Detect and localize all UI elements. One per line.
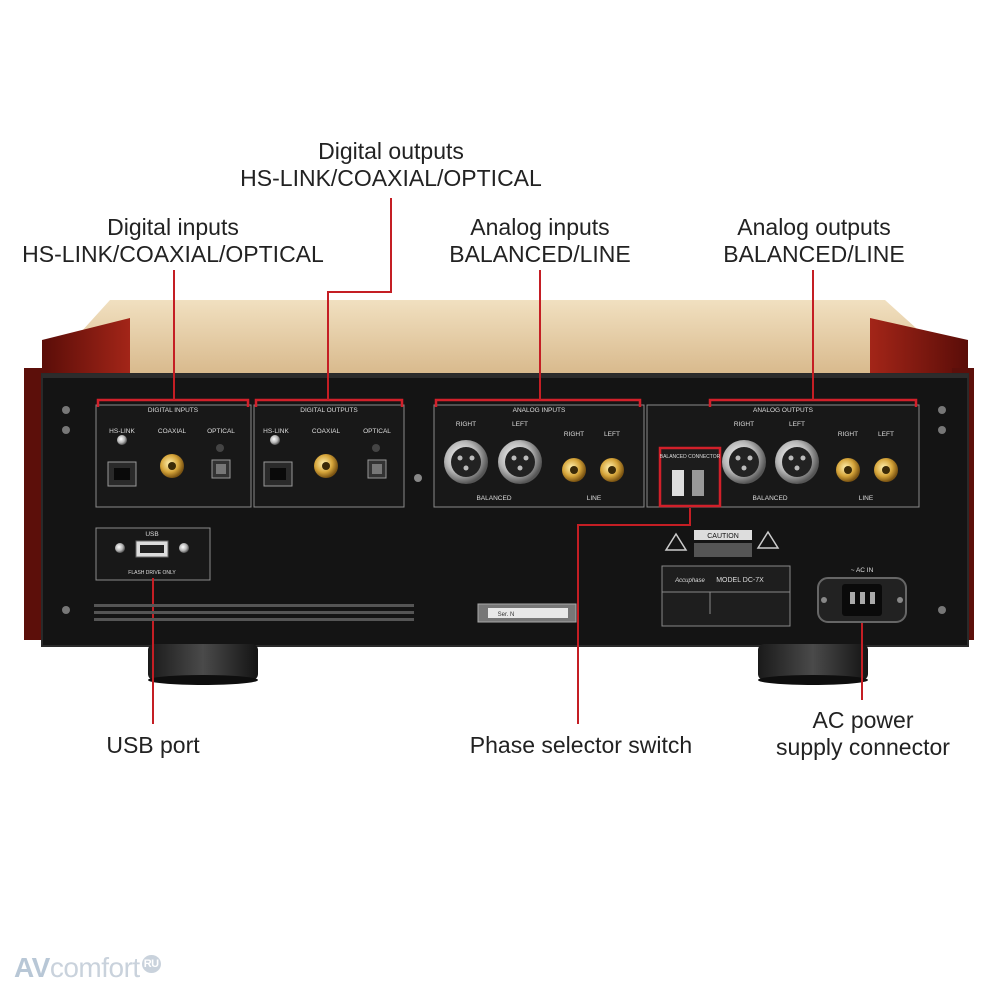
panel-small-label: LINE	[859, 495, 874, 502]
panel-small-label: ~ AC IN	[851, 567, 874, 574]
panel-small-label: RIGHT	[564, 431, 584, 438]
caution-triangle-right	[756, 530, 780, 549]
panel-small-label: BALANCED	[476, 495, 511, 502]
panel-small-label: LEFT	[604, 431, 620, 438]
callout-digital-inputs-title: Digital inputs	[107, 214, 239, 240]
model-label	[661, 565, 791, 627]
callout-digital-outputs: Digital outputs HS-LINK/COAXIAL/OPTICAL	[210, 138, 572, 192]
panel-small-label: LEFT	[878, 431, 894, 438]
wood-side-right	[870, 318, 968, 376]
panel-small-label: FLASH DRIVE ONLY	[128, 570, 176, 576]
callout-phase-selector-title: Phase selector switch	[469, 732, 693, 758]
callout-phase-selector: Phase selector switch	[450, 732, 712, 759]
panel-small-label: RIGHT	[456, 421, 476, 428]
watermark-av: AV	[14, 952, 50, 983]
panel-small-label: CAUTION	[707, 533, 739, 540]
callout-analog-outputs-sub: BALANCED/LINE	[723, 241, 905, 267]
watermark-ru: RU	[141, 954, 161, 973]
panel-small-label: BALANCED	[752, 495, 787, 502]
callout-digital-outputs-title: Digital outputs	[318, 138, 464, 164]
callout-analog-inputs-sub: BALANCED/LINE	[449, 241, 631, 267]
panel-label-digital-inputs: DIGITAL INPUTS	[148, 407, 199, 414]
watermark-comfort: comfort	[49, 952, 140, 983]
callout-analog-outputs: Analog outputs BALANCED/LINE	[694, 214, 934, 268]
bracket-analog-inputs	[434, 398, 642, 407]
panel-small-label: HS-LINK	[263, 428, 289, 435]
callout-usb-port-title: USB port	[106, 732, 200, 758]
top-plate	[42, 300, 968, 375]
panel-small-label: LEFT	[789, 421, 805, 428]
phase-selector-box	[658, 446, 722, 508]
panel-label-analog-outputs: ANALOG OUTPUTS	[753, 407, 814, 414]
panel-small-label: USB	[145, 531, 158, 538]
callout-analog-inputs: Analog inputs BALANCED/LINE	[420, 214, 660, 268]
panel-small-label: BALANCED CONNECTOR	[660, 454, 721, 460]
leader-digital-outputs	[327, 198, 392, 400]
callout-usb-port: USB port	[80, 732, 226, 759]
panel-small-label: COAXIAL	[312, 428, 341, 435]
panel-small-label: OPTICAL	[207, 428, 235, 435]
panel-small-label: LEFT	[512, 421, 528, 428]
callout-ac-power-sub: supply connector	[776, 734, 950, 760]
panel-small-label: COAXIAL	[158, 428, 187, 435]
panel-small-label: MODEL DC-7X	[716, 577, 764, 584]
panel-small-label: Ser. N	[498, 612, 515, 618]
panel-small-label: LINE	[587, 495, 602, 502]
callout-digital-inputs-sub: HS-LINK/COAXIAL/OPTICAL	[22, 241, 324, 267]
callout-analog-inputs-title: Analog inputs	[470, 214, 610, 240]
panel-small-label: Accuphase	[674, 578, 705, 584]
callout-ac-power-title: AC power	[812, 707, 914, 733]
wood-side-left	[42, 318, 130, 376]
panel-small-label: OPTICAL	[363, 428, 391, 435]
panel-label-analog-inputs: ANALOG INPUTS	[513, 407, 566, 414]
callout-digital-inputs: Digital inputs HS-LINK/COAXIAL/OPTICAL	[0, 214, 346, 268]
panel-small-label: RIGHT	[838, 431, 858, 438]
foot-left	[148, 644, 258, 680]
caution-triangle-left	[664, 532, 688, 551]
panel-label-digital-outputs: DIGITAL OUTPUTS	[300, 407, 358, 414]
callout-digital-outputs-sub: HS-LINK/COAXIAL/OPTICAL	[240, 165, 542, 191]
callout-ac-power: AC power supply connector	[758, 707, 968, 761]
callout-analog-outputs-title: Analog outputs	[737, 214, 891, 240]
panel-small-label: RIGHT	[734, 421, 754, 428]
panel-small-label: HS-LINK	[109, 428, 135, 435]
leader-phase	[577, 508, 691, 724]
foot-right	[758, 644, 868, 680]
